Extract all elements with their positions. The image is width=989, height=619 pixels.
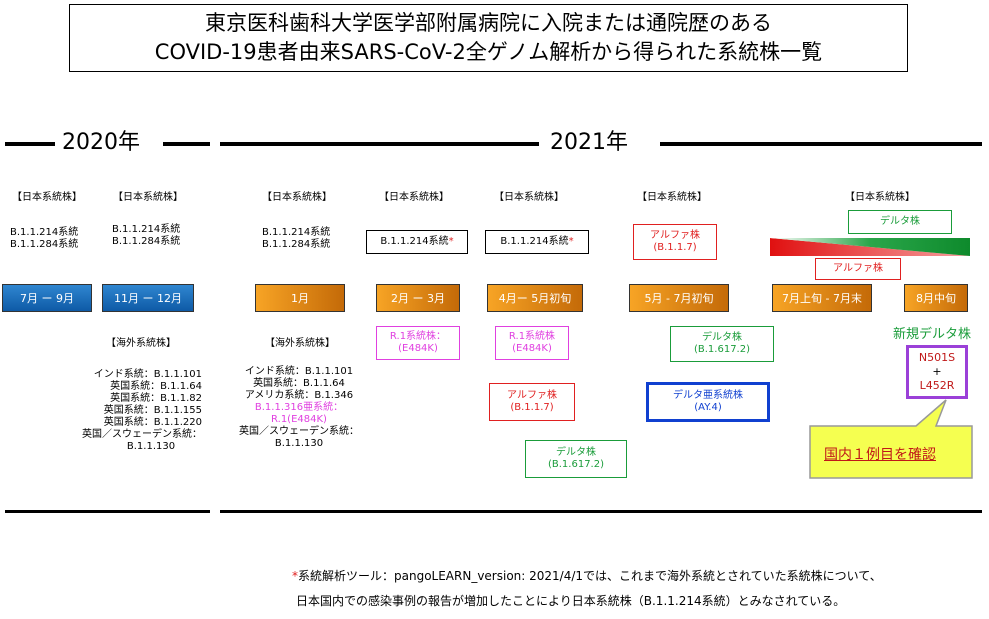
box-text: (B.1.617.2) bbox=[693, 344, 750, 355]
r1-box-apr-may: R.1系統株 (E484K) bbox=[495, 326, 569, 360]
alpha-box-apr-may: アルファ株 (B.1.1.7) bbox=[489, 383, 575, 421]
box-text: (B.1.617.2) bbox=[547, 459, 604, 470]
period-bar-aug-2021: 8月中旬 bbox=[904, 284, 968, 312]
box-text: R.1系統株 bbox=[508, 331, 556, 342]
box-text: デルタ株 bbox=[702, 332, 742, 343]
title-line-2: COVID-19患者由来SARS-CoV-2全ゲノム解析から得られた系統株一覧 bbox=[154, 40, 823, 64]
box-text: (B.1.1.7) bbox=[510, 402, 554, 413]
box-text: アルファ株 bbox=[650, 230, 700, 241]
period-bar-jul-sep-2020: 7月 ー 9月 bbox=[2, 284, 92, 312]
period-bar-nov-dec-2020: 11月 ー 12月 bbox=[102, 284, 194, 312]
lineage-text: アメリカ系統：B.1.346 bbox=[244, 390, 354, 401]
alpha-box-jul-aug: アルファ株 bbox=[815, 258, 901, 280]
col3-japan-lineages: B.1.1.214系統 B.1.1.284系統 bbox=[262, 227, 330, 251]
col2-overseas-lineages: インド系統：B.1.1.101 英国系統：B.1.1.64 英国系統：B.1.1… bbox=[60, 369, 202, 453]
japan-lineage-header-5: 【日本系統株】 bbox=[494, 192, 564, 203]
col3-overseas-lineages: インド系統：B.1.1.101 英国系統：B.1.1.64 アメリカ系統：B.1… bbox=[226, 366, 372, 450]
delta-box-jul-aug: デルタ株 bbox=[848, 210, 952, 234]
japan-lineage-header-4: 【日本系統株】 bbox=[379, 192, 449, 203]
lineage-text: 英国系統：B.1.1.82 bbox=[110, 393, 202, 404]
bottom-line-2021 bbox=[220, 510, 982, 513]
period-bar-may-jul-2021: 5月 - 7月初旬 bbox=[629, 284, 729, 312]
lineage-text: 英国系統：B.1.1.64 bbox=[110, 381, 202, 392]
box-text: デルタ株 bbox=[556, 447, 596, 458]
period-bar-feb-mar-2021: 2月 ー 3月 bbox=[376, 284, 460, 312]
period-bar-apr-may-2021: 4月ー 5月初旬 bbox=[487, 284, 583, 312]
box-text: R.1系統株： bbox=[389, 331, 447, 342]
lineage-text: インド系統：B.1.1.101 bbox=[244, 366, 354, 377]
new-delta-mutation-box: N501S + L452R bbox=[906, 345, 968, 399]
callout-text: 国内１例目を確認 bbox=[824, 447, 936, 463]
col2-japan-lineages: B.1.1.214系統 B.1.1.284系統 bbox=[112, 224, 180, 248]
lineage-text: 英国系統：B.1.1.64 bbox=[253, 378, 345, 389]
lineage-text: B.1.1.214系統 bbox=[10, 227, 79, 238]
footnote-asterisk: * bbox=[292, 569, 298, 583]
b11214-box-feb-mar: B.1.1.214系統* bbox=[366, 230, 468, 254]
lineage-text-r1: B.1.1.316亜系統： bbox=[254, 402, 344, 413]
year-2021-line-left bbox=[220, 142, 539, 146]
b11214-box-apr-may: B.1.1.214系統* bbox=[485, 230, 589, 254]
box-text: (AY.4) bbox=[694, 402, 722, 413]
overseas-lineage-header-2: 【海外系統株】 bbox=[265, 338, 335, 349]
callout-bubble bbox=[809, 399, 973, 479]
lineage-text: 英国／スウェーデン系統： bbox=[239, 426, 359, 437]
lineage-text: B.1.1.130 bbox=[126, 441, 176, 452]
delta-box-apr-may: デルタ株 (B.1.617.2) bbox=[525, 440, 627, 478]
year-2021-label: 2021年 bbox=[550, 130, 628, 155]
r1-box-feb-mar: R.1系統株： (E484K) bbox=[376, 326, 460, 360]
lineage-text: B.1.1.284系統 bbox=[10, 239, 79, 250]
overseas-lineage-header-1: 【海外系統株】 bbox=[106, 338, 176, 349]
title-line-1: 東京医科歯科大学医学部附属病院に入院または通院歴のある bbox=[205, 11, 772, 35]
title-box: 東京医科歯科大学医学部附属病院に入院または通院歴のある COVID-19患者由来… bbox=[69, 4, 908, 72]
lineage-text: 英国系統：B.1.1.220 bbox=[103, 417, 202, 428]
delta-share-wedge bbox=[770, 238, 970, 256]
box-text: B.1.1.214系統 bbox=[500, 236, 569, 247]
lineage-text: B.1.1.130 bbox=[274, 438, 324, 449]
japan-lineage-header-3: 【日本系統株】 bbox=[262, 192, 332, 203]
alpha-box-may-jul: アルファ株 (B.1.1.7) bbox=[633, 224, 717, 260]
mutation-l452r: L452R bbox=[919, 379, 955, 392]
mutation-n501s: N501S bbox=[918, 351, 956, 364]
ay4-box-may-jul: デルタ亜系統株 (AY.4) bbox=[646, 382, 770, 422]
lineage-text: 英国系統：B.1.1.155 bbox=[103, 405, 202, 416]
lineage-text: B.1.1.214系統 bbox=[262, 227, 331, 238]
lineage-text: インド系統：B.1.1.101 bbox=[93, 369, 202, 380]
japan-lineage-header-2: 【日本系統株】 bbox=[113, 192, 183, 203]
callout-bubble-shape bbox=[809, 399, 973, 479]
japan-lineage-header-1: 【日本系統株】 bbox=[12, 192, 82, 203]
box-text: B.1.1.214系統 bbox=[380, 236, 449, 247]
box-text: (E484K) bbox=[398, 343, 438, 354]
box-text: (B.1.1.7) bbox=[653, 242, 697, 253]
box-text: アルファ株 bbox=[507, 390, 557, 401]
year-2020-line-right bbox=[163, 142, 210, 146]
footnote-text-1: 系統解析ツール：pangoLEARN_version: 2021/4/1では、こ… bbox=[298, 569, 882, 583]
lineage-text: B.1.1.214系統 bbox=[112, 224, 181, 235]
period-bar-jan-2021: 1月 bbox=[255, 284, 345, 312]
year-2020-label: 2020年 bbox=[62, 130, 140, 155]
year-2021-line-right bbox=[660, 142, 982, 146]
japan-lineage-header-7: 【日本系統株】 bbox=[845, 192, 915, 203]
bottom-line-2020 bbox=[5, 510, 210, 513]
lineage-text: 英国／スウェーデン系統： bbox=[82, 429, 202, 440]
mutation-plus: + bbox=[932, 365, 942, 378]
period-bar-jul-2021: 7月上旬 - 7月末 bbox=[772, 284, 872, 312]
lineage-text: B.1.1.284系統 bbox=[262, 239, 331, 250]
box-text: デルタ亜系統株 bbox=[673, 390, 743, 401]
new-delta-label: 新規デルタ株 bbox=[893, 327, 972, 342]
delta-box-may-jul: デルタ株 (B.1.617.2) bbox=[670, 326, 774, 362]
lineage-text-r1: R.1(E484K) bbox=[271, 414, 327, 425]
japan-lineage-header-6: 【日本系統株】 bbox=[637, 192, 707, 203]
alpha-delta-transition-wedge bbox=[770, 238, 970, 256]
col1-japan-lineages: B.1.1.214系統 B.1.1.284系統 bbox=[10, 227, 78, 251]
box-text: (E484K) bbox=[512, 343, 552, 354]
asterisk-mark: * bbox=[448, 236, 454, 247]
asterisk-mark: * bbox=[568, 236, 574, 247]
lineage-text: B.1.1.284系統 bbox=[112, 236, 181, 247]
footnote-line-2: 日本国内での感染事例の報告が増加したことにより日本系統株（B.1.1.214系統… bbox=[296, 594, 846, 608]
footnote-line-1: *系統解析ツール：pangoLEARN_version: 2021/4/1では、… bbox=[292, 568, 882, 584]
year-2020-line-left bbox=[5, 142, 55, 146]
